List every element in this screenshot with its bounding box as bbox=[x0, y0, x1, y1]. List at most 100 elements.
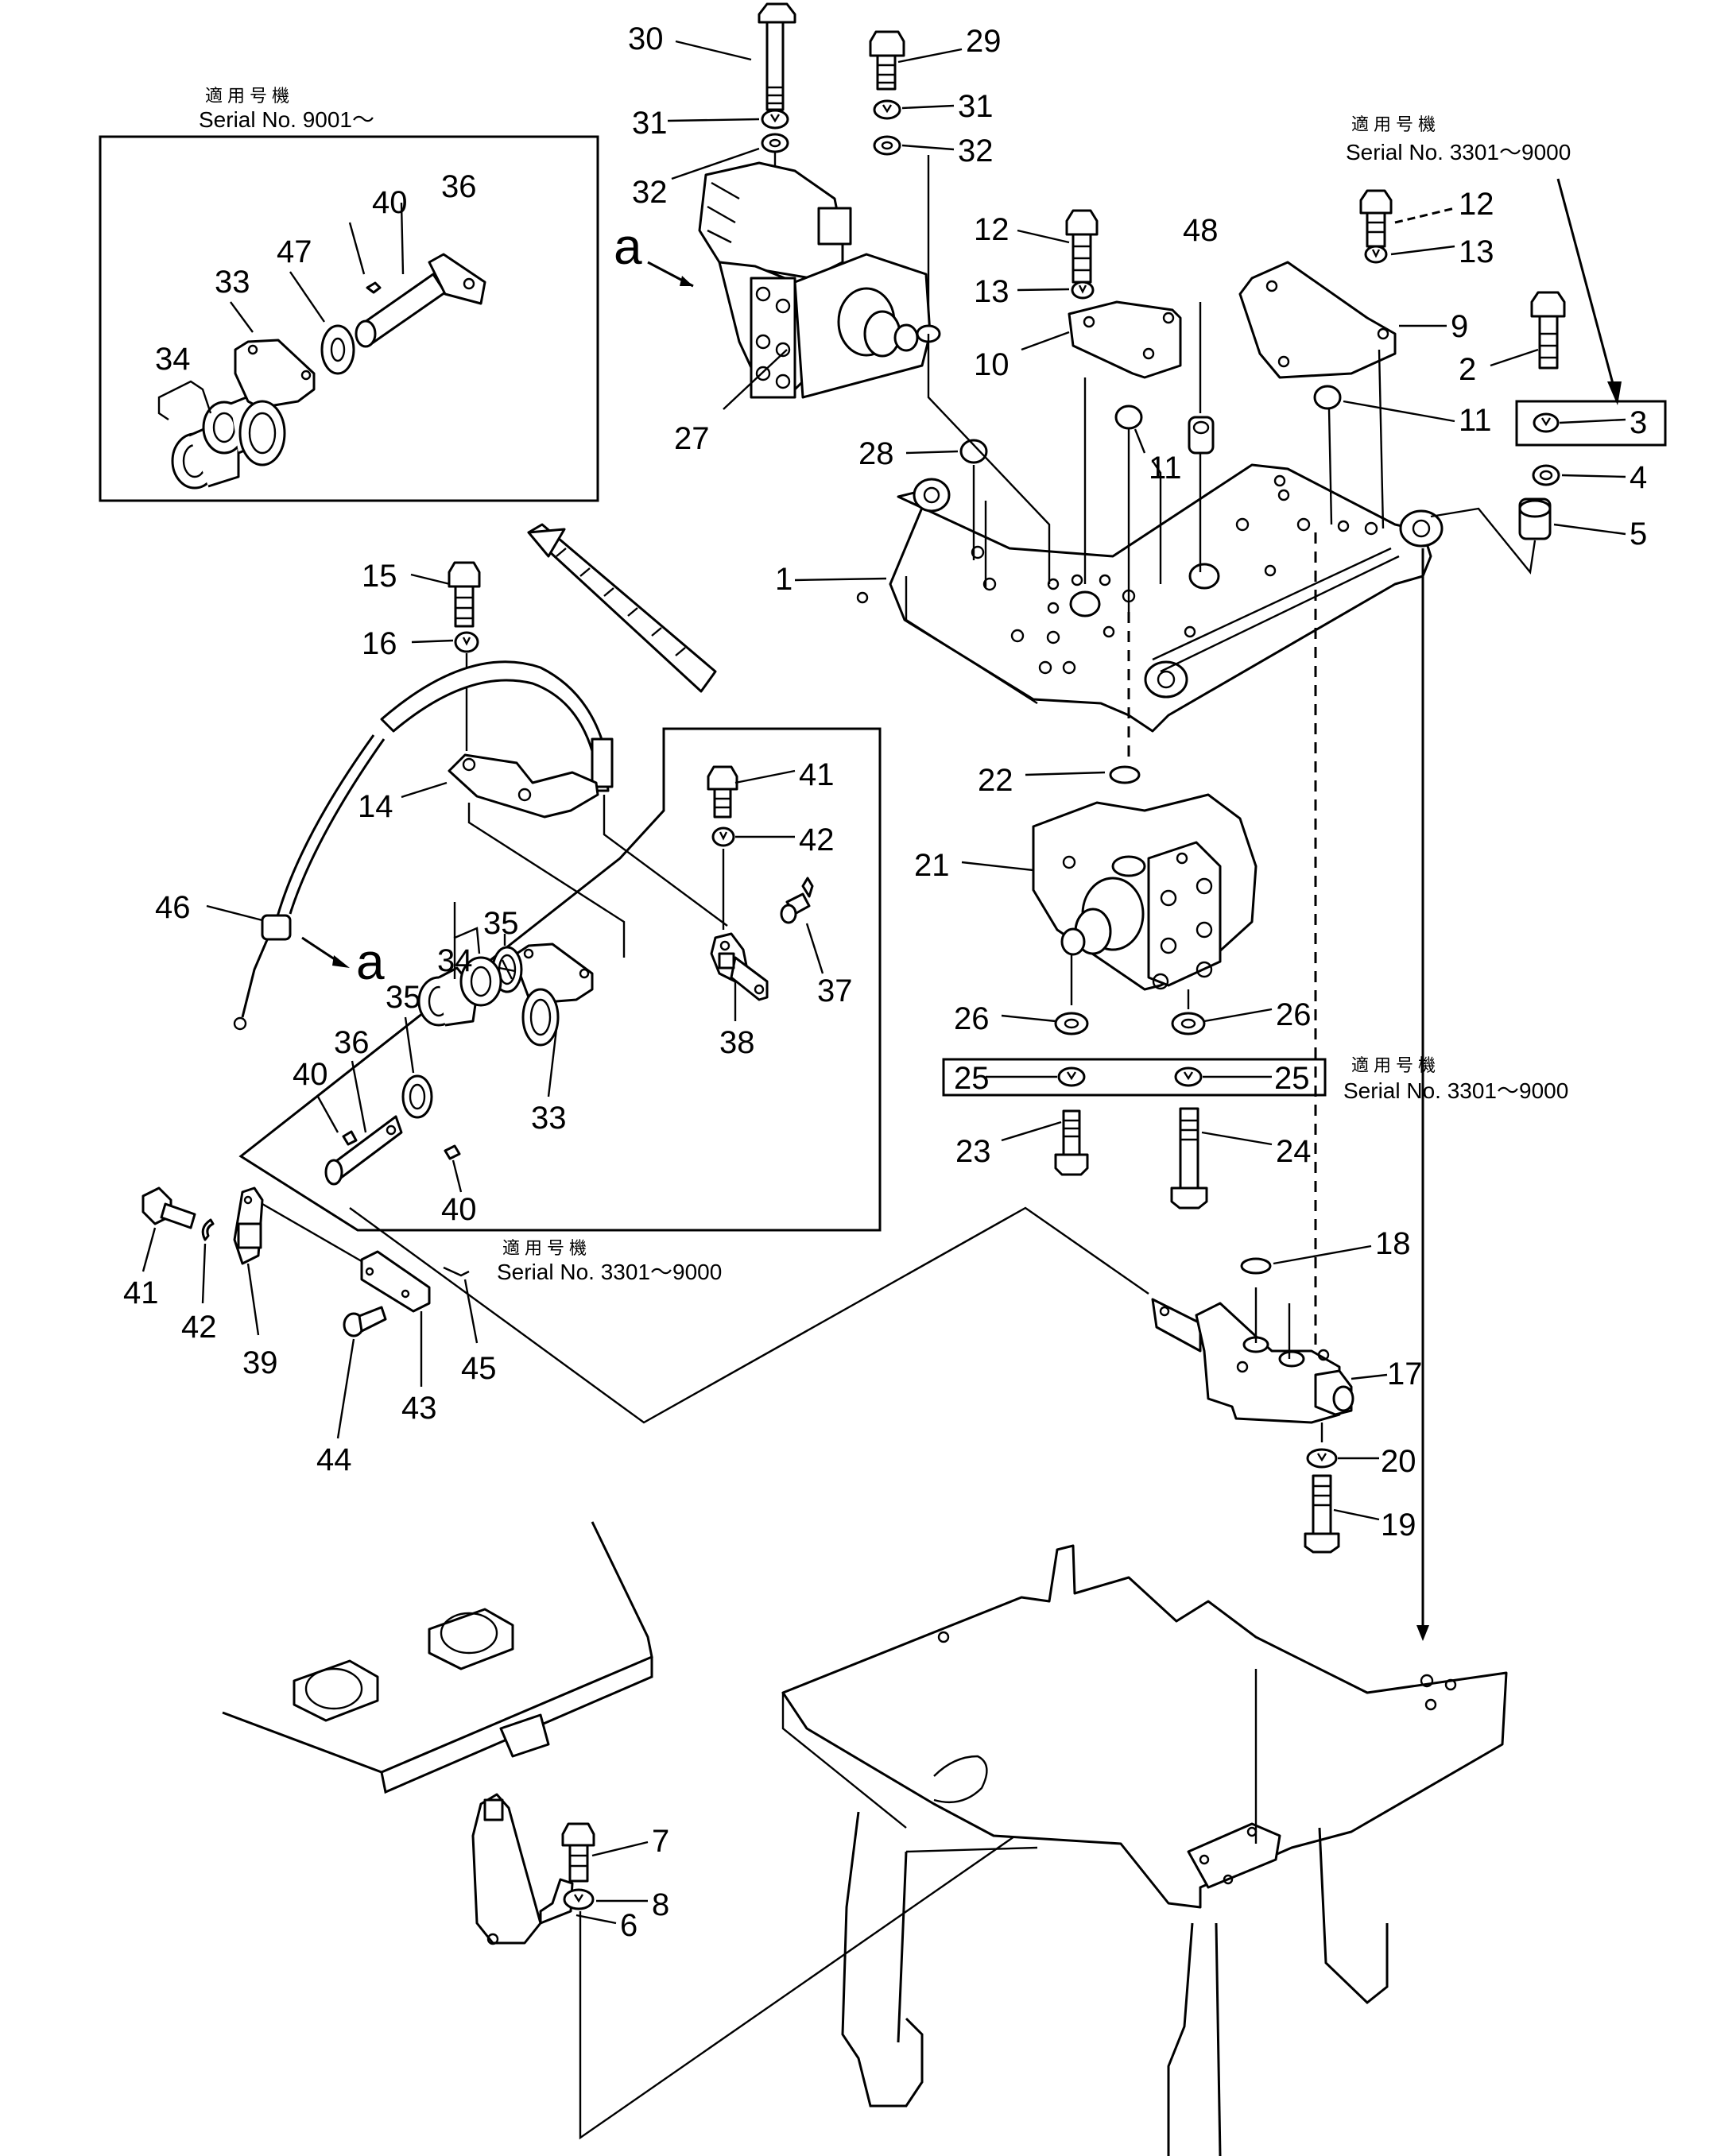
valve-21-icon bbox=[1032, 793, 1258, 991]
oring-11a-icon bbox=[1114, 404, 1143, 430]
callout-39: 39 bbox=[242, 1345, 278, 1380]
callout-31a: 31 bbox=[632, 106, 668, 141]
callout-1: 1 bbox=[775, 562, 792, 597]
leader-35a bbox=[404, 1016, 415, 1074]
shaft-36-icon bbox=[355, 253, 486, 348]
bushing-34b-icon bbox=[417, 956, 502, 1027]
callout-14: 14 bbox=[358, 789, 393, 824]
bolt-19-icon bbox=[1304, 1474, 1340, 1554]
callout-41a: 41 bbox=[799, 757, 835, 792]
lockwasher-13a-icon bbox=[1071, 281, 1095, 300]
lever-39-icon bbox=[233, 1186, 264, 1265]
lockwasher-13b-icon bbox=[1364, 245, 1388, 264]
callout-26b: 26 bbox=[1276, 997, 1312, 1032]
leader-18 bbox=[1273, 1244, 1372, 1265]
callout-33a: 33 bbox=[215, 265, 250, 300]
cable-46-icon bbox=[233, 660, 614, 1031]
callout-42b: 42 bbox=[181, 1310, 217, 1345]
axis-valve21-down bbox=[1070, 954, 1190, 1009]
leader-34b-bracket bbox=[453, 927, 481, 979]
bolt-15-icon bbox=[448, 561, 481, 628]
bolt-29-icon bbox=[869, 30, 905, 91]
cover-9-icon bbox=[1238, 261, 1397, 379]
callout-13a: 13 bbox=[974, 274, 1010, 309]
callout-2: 2 bbox=[1459, 352, 1476, 387]
leader-12a bbox=[1017, 229, 1070, 244]
callout-40c: 40 bbox=[441, 1192, 477, 1227]
housing-33b-icon bbox=[515, 943, 594, 1047]
callout-20: 20 bbox=[1381, 1444, 1416, 1479]
leader-41b bbox=[141, 1227, 157, 1272]
lockwasher-3-icon bbox=[1533, 412, 1560, 433]
pin-40c-icon bbox=[444, 1144, 461, 1160]
lockwasher-16-icon bbox=[454, 631, 479, 653]
leader-31a bbox=[667, 118, 760, 122]
callout-6: 6 bbox=[620, 1908, 637, 1943]
leader-11a bbox=[1134, 428, 1146, 454]
bolt-41a-icon bbox=[707, 765, 738, 819]
ref-letter-a-bottom: a bbox=[356, 933, 385, 990]
plate-1-icon bbox=[856, 463, 1444, 733]
leader-31b bbox=[901, 104, 955, 110]
inset-frame-1 bbox=[99, 135, 599, 502]
serial-note-4: Serial No. 3301～9000 bbox=[497, 1260, 722, 1284]
callout-17: 17 bbox=[1387, 1357, 1423, 1392]
callout-32a: 32 bbox=[632, 175, 668, 210]
leader-28 bbox=[905, 450, 959, 455]
callout-47: 47 bbox=[277, 234, 312, 269]
bracket-3-box bbox=[1515, 400, 1667, 447]
callout-35a: 35 bbox=[386, 980, 421, 1015]
lockwasher-42a-icon bbox=[711, 826, 735, 847]
lockwasher-25a-icon bbox=[1057, 1066, 1086, 1087]
callout-34b: 34 bbox=[437, 943, 473, 978]
leader-46 bbox=[206, 904, 263, 922]
leader-40a bbox=[348, 222, 366, 275]
leader-12b bbox=[1394, 207, 1455, 224]
washer-47-icon bbox=[320, 324, 355, 375]
leader-37 bbox=[805, 923, 824, 974]
leader-40b bbox=[316, 1096, 339, 1133]
leader-16 bbox=[411, 639, 454, 644]
leader-30 bbox=[675, 40, 752, 61]
callout-41b: 41 bbox=[123, 1275, 159, 1310]
lever-38-icon bbox=[710, 932, 769, 1001]
inset-serial-9001: 適用号機 Serial No. 9001～ bbox=[99, 86, 599, 502]
bolt-2-icon bbox=[1530, 291, 1566, 370]
valve-17-icon bbox=[1151, 1287, 1354, 1424]
axis-11b-plate bbox=[1327, 408, 1333, 525]
callout-28: 28 bbox=[858, 436, 894, 471]
valve-27-icon bbox=[698, 161, 941, 399]
grease-fitting-37-icon bbox=[780, 877, 814, 924]
leader-14 bbox=[401, 781, 448, 799]
serial-note-2: Serial No. 3301～9000 bbox=[1346, 140, 1571, 165]
leader-6 bbox=[575, 1914, 617, 1925]
inset-frame-2 bbox=[238, 727, 882, 1232]
link-rod-to-valve17 bbox=[349, 1206, 1149, 1424]
callout-4: 4 bbox=[1630, 460, 1647, 495]
callout-10: 10 bbox=[974, 347, 1010, 382]
callout-26a: 26 bbox=[954, 1001, 990, 1036]
leader-39 bbox=[246, 1263, 260, 1336]
leader-44 bbox=[336, 1338, 355, 1439]
leader-29 bbox=[897, 48, 963, 64]
leader-32a bbox=[671, 147, 760, 180]
leader-24 bbox=[1201, 1131, 1273, 1146]
callout-46: 46 bbox=[155, 890, 191, 925]
callout-23: 23 bbox=[955, 1134, 991, 1169]
leader-36b bbox=[351, 1060, 367, 1133]
callout-37: 37 bbox=[817, 973, 853, 1008]
leader-15 bbox=[410, 573, 451, 586]
axis-cable-38 bbox=[603, 795, 728, 927]
serial-note-3: Serial No. 3301～9000 bbox=[1343, 1078, 1568, 1103]
callout-34a: 34 bbox=[155, 342, 191, 377]
lockwasher-42b-icon bbox=[201, 1218, 215, 1241]
pin-40b-icon bbox=[342, 1130, 358, 1146]
leader-27 bbox=[723, 349, 788, 410]
bolt-41b-icon bbox=[141, 1186, 196, 1229]
bolt-12b-icon bbox=[1359, 189, 1393, 248]
bolt-12a-icon bbox=[1065, 209, 1099, 284]
axis-29-plate bbox=[927, 334, 1051, 584]
leader-13a bbox=[1017, 288, 1070, 292]
callout-36b: 36 bbox=[334, 1025, 370, 1060]
lockwasher-31a-icon bbox=[761, 109, 789, 130]
